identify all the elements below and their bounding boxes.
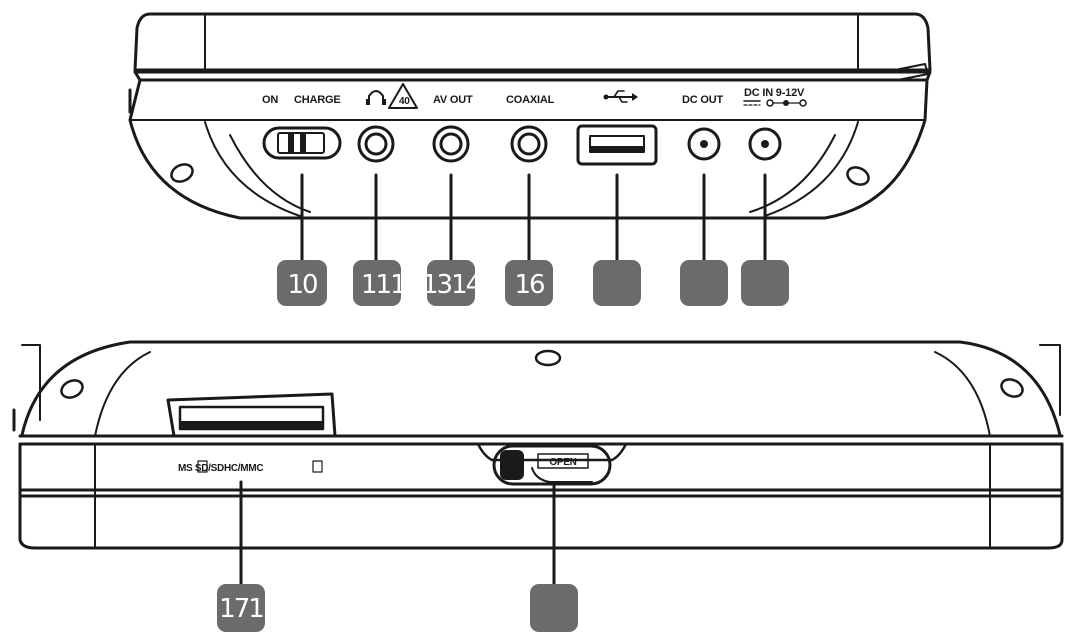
dc-polarity-icon [743,99,807,107]
dc-in-jack[interactable] [748,127,782,161]
callout-number: 1314 [422,270,482,300]
callout-badge: 10 [277,260,327,306]
callout-badge [530,584,578,632]
screw-hole-icon [534,349,562,367]
callout-badge [593,260,641,306]
headphone-jack[interactable] [357,125,395,163]
callout-badge [741,260,789,306]
charge-label: CHARGE [294,94,340,106]
av-out-jack[interactable] [432,125,470,163]
front-panel-view: MS SD/SDHC/MMC OPEN 171 [12,340,1064,632]
power-charge-switch[interactable] [262,126,342,160]
headphone-icon [366,90,386,105]
dc-out-label: DC OUT [682,94,723,106]
av-out-label: AV OUT [433,94,473,106]
open-latch[interactable]: OPEN [476,442,628,486]
usb-icon [603,90,638,103]
callout-badge: 171 [217,584,265,632]
card-label: MS SD/SDHC/MMC [178,463,263,474]
screw-hole-icon [1000,378,1024,398]
screw-hole-icon [60,379,84,399]
rear-panel-view: ON CHARGE 40 AV OUT COAXIAL DC OUT DC IN… [128,12,932,306]
callout-number: 1112 [361,270,419,300]
open-label: OPEN [549,457,576,468]
svg-text:40: 40 [399,96,410,107]
coaxial-label: COAXIAL [506,94,555,106]
leader-lines [300,173,767,264]
screw-hole-icon [846,166,870,186]
coaxial-jack[interactable] [510,125,548,163]
callout-badge [680,260,728,306]
dc-out-jack[interactable] [687,127,721,161]
callout-badge: 1314 [422,260,484,306]
on-label: ON [262,94,278,106]
usb-port[interactable] [576,124,658,166]
dc-in-label: DC IN 9-12V [744,87,805,99]
hearing-warning-icon: 40 [388,83,418,109]
callout-badge: 16 [505,260,553,306]
screw-hole-icon [170,163,194,183]
callout-badge: 1112 [353,260,421,306]
callout-number: 10 [287,270,317,300]
card-slot-label: MS SD/SDHC/MMC [178,460,323,474]
callout-number: 171 [219,594,263,624]
callout-number: 16 [514,270,544,300]
memory-card-slot[interactable] [166,392,337,438]
